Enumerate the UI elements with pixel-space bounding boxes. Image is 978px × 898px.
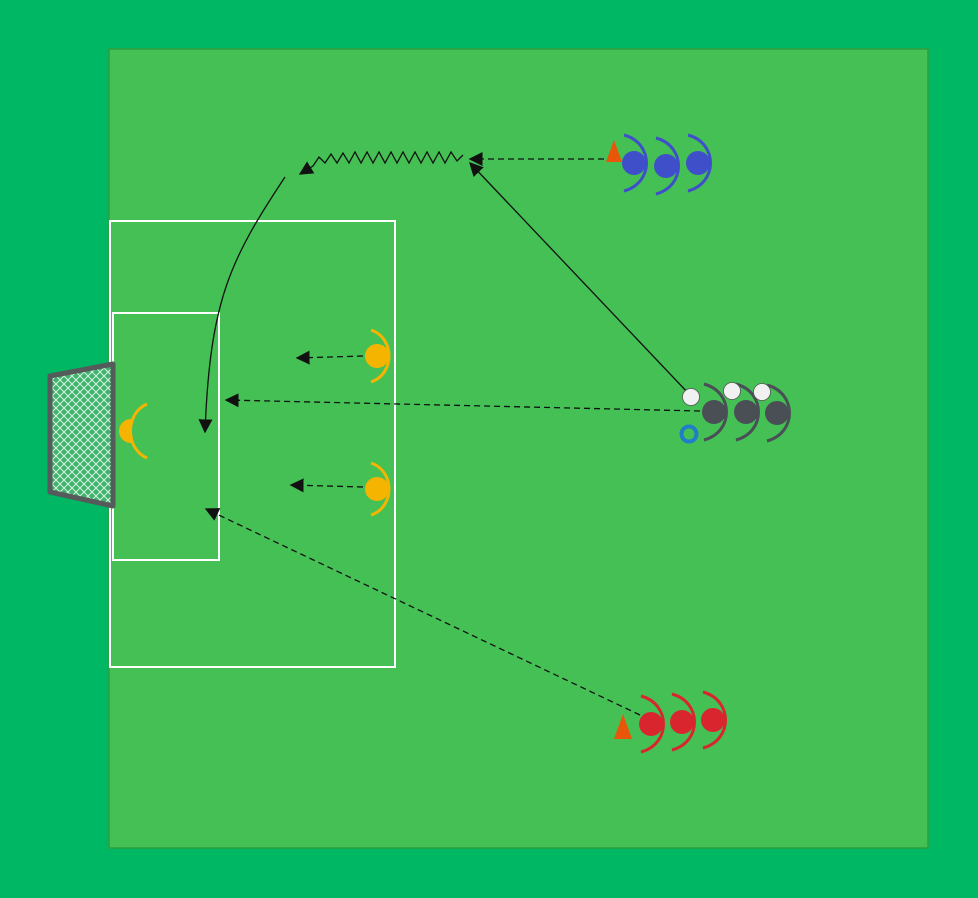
defender-bottom	[365, 461, 391, 517]
cone-red	[614, 714, 632, 739]
dark-run-arrow	[224, 393, 701, 412]
red-player	[639, 694, 665, 754]
dark-player	[765, 383, 791, 443]
blue-player	[654, 136, 680, 196]
defender-bottom-arrow	[289, 478, 364, 493]
dark-queue	[679, 382, 791, 444]
goalkeeper	[119, 402, 148, 460]
goal	[47, 361, 116, 509]
movement-lines	[198, 150, 701, 716]
dark-player	[734, 382, 760, 442]
ball	[723, 382, 741, 400]
defender-top-arrow	[295, 350, 364, 365]
defender-top	[365, 328, 391, 384]
cross-arrow	[198, 176, 286, 434]
blue-player	[686, 133, 712, 193]
cone-blue	[606, 140, 622, 162]
red-run-arrow	[204, 508, 641, 716]
red-queue	[614, 690, 727, 754]
pitch	[108, 48, 929, 849]
dribble-arrow	[298, 150, 464, 175]
pass-arrow-to-blue	[469, 161, 691, 396]
ball	[682, 388, 700, 406]
red-player	[701, 690, 727, 750]
blue-queue	[606, 133, 712, 196]
blue-player	[622, 133, 648, 193]
ball	[753, 383, 771, 401]
dark-player	[702, 382, 728, 442]
red-player	[670, 692, 696, 752]
ring-marker	[679, 424, 699, 444]
